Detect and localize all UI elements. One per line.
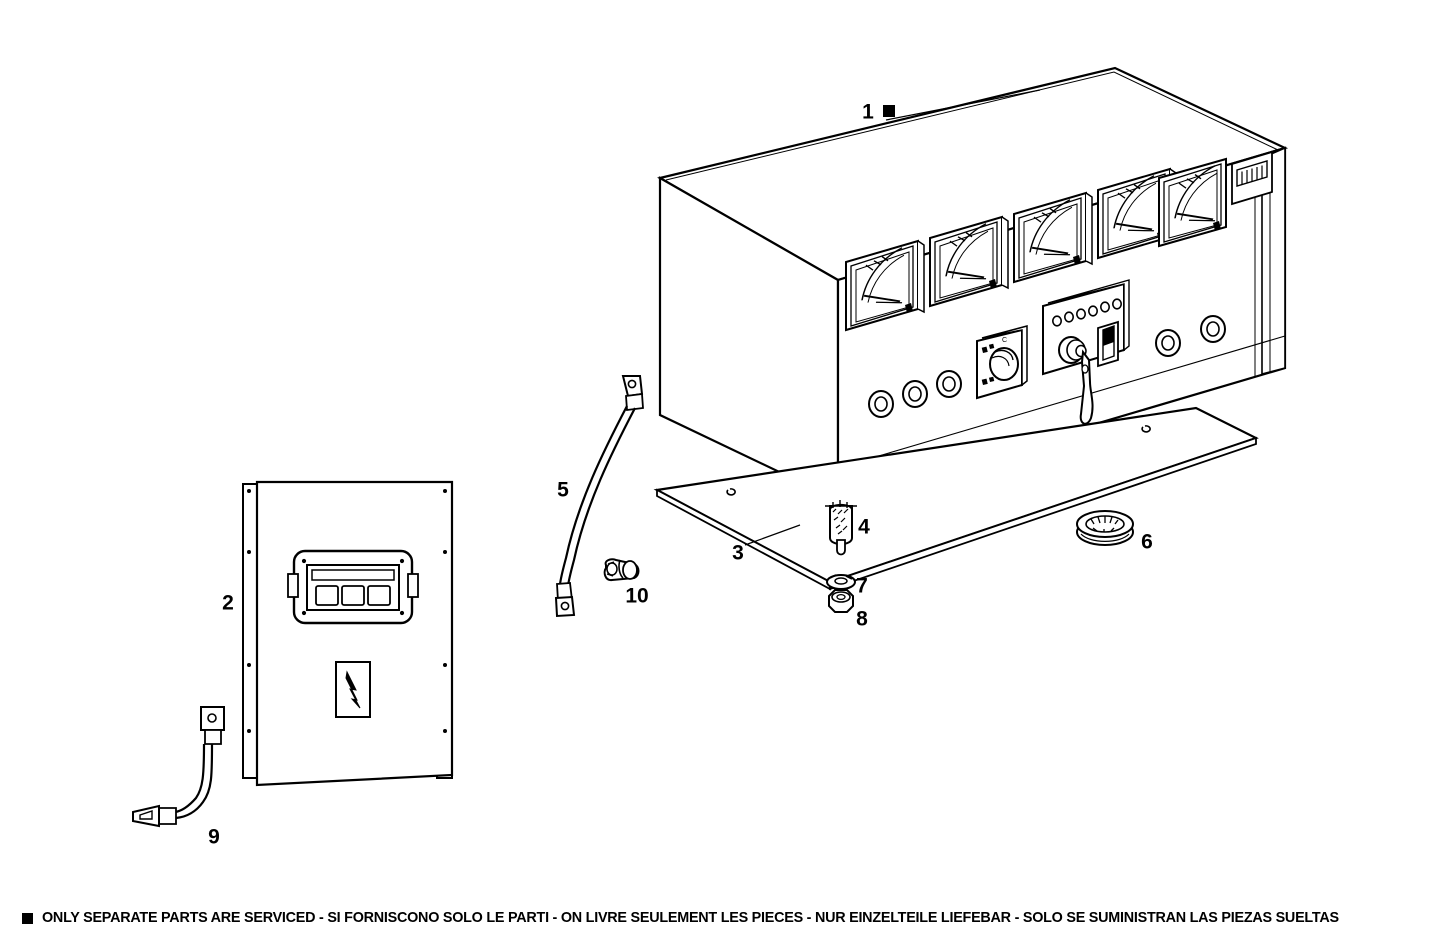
panel-main-plate — [255, 480, 454, 787]
terminal-lug-right — [407, 573, 419, 598]
key[interactable] — [1079, 349, 1094, 425]
gauge-3[interactable] — [1013, 191, 1093, 284]
callout-3-leader — [744, 524, 801, 546]
callout-10-label: 10 — [625, 585, 648, 608]
ground-cable-long[interactable] — [554, 375, 644, 618]
front-face-lip — [837, 335, 1286, 469]
indicator-lamp-c[interactable] — [936, 370, 962, 398]
terminal-pole-3 — [367, 585, 391, 606]
hazard-label-plate — [335, 661, 371, 718]
top-face-inner-line — [665, 71, 1279, 181]
selector-knob[interactable] — [989, 347, 1019, 381]
gauge-5[interactable] — [1158, 157, 1227, 248]
terminal-block[interactable] — [287, 549, 419, 625]
control-box-assembly[interactable]: C — [657, 66, 1289, 502]
key-switch-panel[interactable] — [1042, 279, 1130, 425]
terminal-rail — [311, 569, 395, 581]
callout-labels: 1 2 3 4 5 6 7 8 9 10 — [208, 101, 1153, 849]
terminal-pole-1 — [315, 585, 339, 606]
footer-square-marker-icon — [22, 913, 33, 925]
callout-7-label: 7 — [856, 575, 868, 598]
callout-5-label: 5 — [557, 479, 569, 502]
cable-9-ferrule-top — [204, 729, 222, 745]
callout-9-label: 9 — [208, 826, 220, 849]
lightning-bolt-icon — [345, 670, 361, 709]
base-plate-hole-left — [726, 488, 736, 496]
cable-9-body — [175, 743, 214, 820]
lock-washer[interactable] — [826, 574, 856, 590]
right-knob-a[interactable] — [1155, 329, 1181, 357]
gauge-2[interactable] — [929, 215, 1009, 308]
vibration-mount[interactable] — [825, 500, 857, 556]
panel-left-flange — [242, 483, 259, 779]
terminal-board-panel[interactable] — [242, 480, 454, 787]
base-plate-hole-right — [1141, 425, 1151, 433]
callout-8-label: 8 — [856, 608, 868, 631]
key-switch[interactable] — [1058, 336, 1087, 364]
callout-1-leader — [885, 89, 1041, 121]
terminal-lug-left — [287, 573, 299, 598]
hex-nut[interactable] — [828, 589, 854, 613]
callout-1-label: 1 — [862, 101, 874, 124]
panel-flange-screws — [247, 489, 447, 733]
cable-9-body-2 — [174, 743, 206, 814]
indicator-lamp-b[interactable] — [902, 380, 928, 408]
counter-digit-wheels — [1241, 165, 1263, 185]
callout-2-label: 2 — [222, 592, 234, 615]
callout-3-label: 3 — [732, 542, 744, 565]
gauge-4[interactable] — [1097, 167, 1177, 260]
right-knob-b[interactable] — [1200, 315, 1226, 343]
footer-notice-text: ONLY SEPARATE PARTS ARE SERVICED - SI FO… — [42, 910, 1339, 927]
callout-1-square-marker — [883, 105, 895, 117]
svg-text:C: C — [1002, 337, 1007, 344]
right-knob-group[interactable] — [1155, 315, 1226, 357]
callout-6-label: 6 — [1141, 531, 1153, 554]
terminal-poles — [315, 585, 391, 606]
callout-4-label: 4 — [858, 516, 870, 539]
control-box-right-edge — [1261, 146, 1286, 376]
terminal-pole-2 — [341, 585, 365, 606]
gauge-1[interactable] — [845, 239, 925, 332]
cable-9-ferrule-bottom — [158, 807, 177, 825]
hour-counter[interactable] — [1231, 150, 1273, 206]
indicator-lamp-row — [1052, 298, 1123, 327]
toggle-switch[interactable] — [1097, 320, 1119, 368]
terminal-bezel-screws — [301, 558, 405, 616]
rotary-selector-switch[interactable]: C — [976, 325, 1028, 400]
gauge-cluster — [845, 157, 1227, 332]
indicator-lamp-a[interactable] — [868, 390, 894, 418]
indicator-lamp-group-left[interactable] — [868, 370, 962, 418]
hazard-label — [335, 661, 371, 718]
cable-clamp-terminal[interactable] — [603, 558, 640, 582]
cable-5-ferrule-top — [625, 392, 644, 412]
footer-notice-bar: ONLY SEPARATE PARTS ARE SERVICED - SI FO… — [0, 892, 1440, 938]
mounting-base-plate[interactable] — [653, 406, 1259, 591]
ground-cable-short[interactable] — [132, 706, 225, 828]
rubber-grommet-ring[interactable] — [1076, 510, 1134, 546]
